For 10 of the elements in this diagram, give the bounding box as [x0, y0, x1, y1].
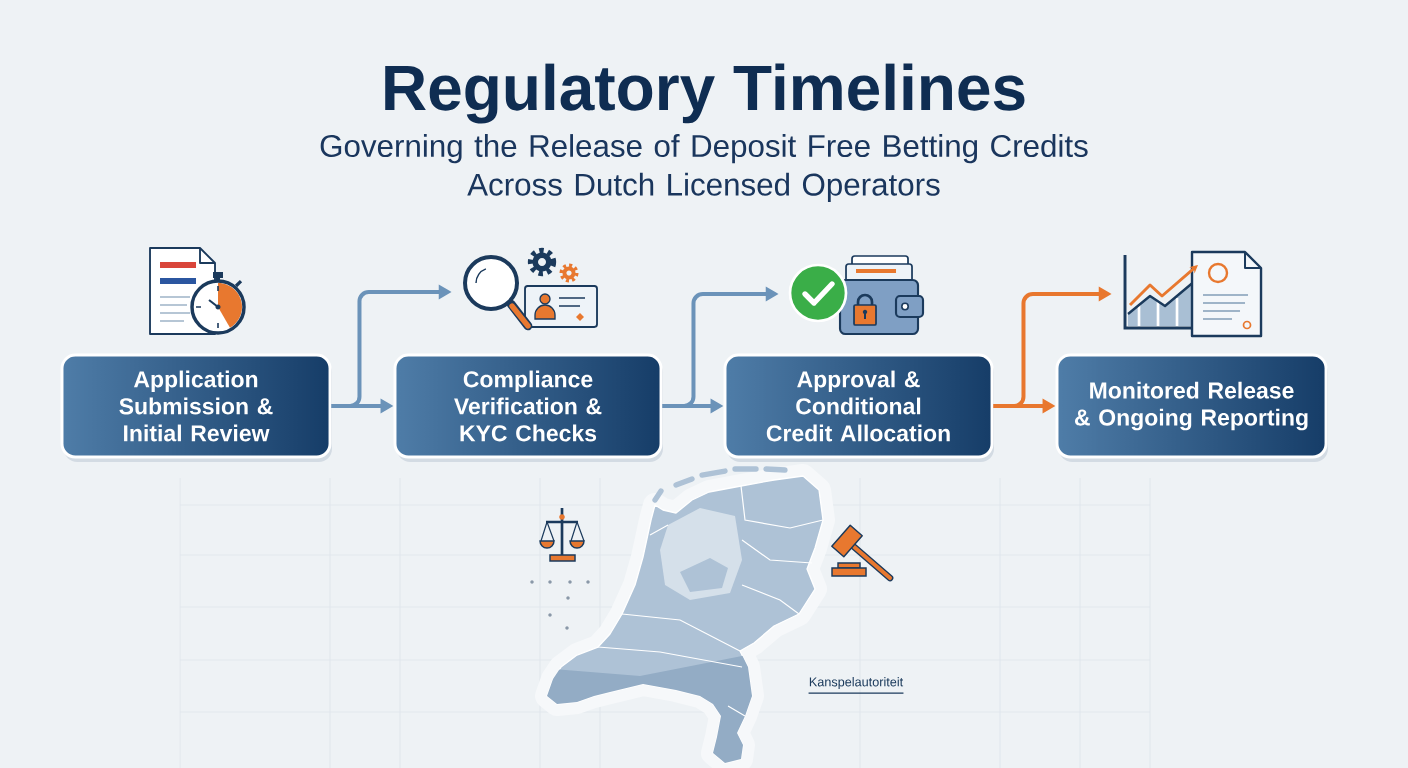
authority-name: Kanspelautoriteit: [807, 677, 905, 694]
title: Regulatory Timelines: [385, 63, 1025, 124]
process-box: Application Submission & Initial Review: [60, 353, 332, 462]
subtitle: Governing the Release of Deposit Free Betting Credits Across Dutch Licensed Operators: [320, 134, 1088, 202]
check-wallet-icon: [788, 255, 925, 336]
process-box: Monitored Release & Ongoing Reporting: [1055, 353, 1328, 462]
process-box: Compliance Verification & KYC Checks: [393, 353, 663, 462]
process-box: Approval & Conditional Credit Allocation: [723, 353, 994, 462]
chart-document-icon: [1123, 250, 1263, 338]
magnifier-card-icon: [463, 247, 598, 331]
